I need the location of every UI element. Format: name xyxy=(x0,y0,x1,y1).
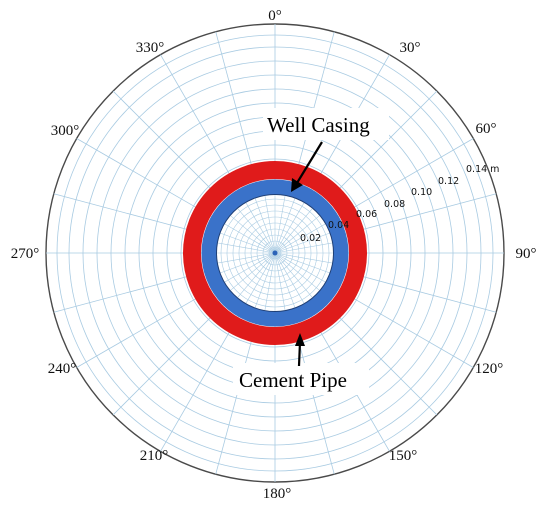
angle-label-90: 90° xyxy=(516,246,537,262)
bore-ring xyxy=(250,228,300,278)
radial-label-012: 0.12 xyxy=(438,176,459,187)
angle-label-330: 330° xyxy=(136,40,165,56)
radial-label-006: 0.06 xyxy=(356,209,377,220)
bore-ring xyxy=(262,240,288,266)
radial-label-002: 0.02 xyxy=(300,233,321,244)
bore-ring xyxy=(238,216,312,290)
grid-ring xyxy=(180,158,370,348)
bore-ring xyxy=(244,222,306,284)
grid-ring xyxy=(166,144,384,362)
angle-label-120: 120° xyxy=(475,361,504,377)
bore-ring xyxy=(226,204,324,302)
well-casing-label: Well Casing xyxy=(267,113,370,137)
cement-pipe-label: Cement Pipe xyxy=(239,368,347,392)
arrow-icon xyxy=(291,141,323,192)
angle-label-210: 210° xyxy=(140,448,169,464)
bore-ring xyxy=(268,246,282,260)
radial-label-008: 0.08 xyxy=(384,199,405,210)
grid-ring xyxy=(82,60,468,446)
radial-label-014: 0.14 m xyxy=(466,164,499,175)
angle-label-270: 270° xyxy=(11,246,40,262)
angle-label-60: 60° xyxy=(476,121,497,137)
well-casing-ring xyxy=(201,179,349,327)
grid-ring xyxy=(110,88,440,418)
cement-pipe-ring xyxy=(183,161,367,345)
well-casing-label-bg xyxy=(263,108,389,140)
angle-label-300: 300° xyxy=(51,123,80,139)
bore-grid xyxy=(217,195,333,311)
angle-label-240: 240° xyxy=(48,361,77,377)
angle-label-0: 0° xyxy=(268,8,282,24)
radial-label-010: 0.10 xyxy=(411,187,432,198)
grid-ring xyxy=(68,46,482,460)
angle-label-30: 30° xyxy=(400,40,421,56)
arrow-icon xyxy=(295,333,305,367)
grid-ring xyxy=(56,34,494,472)
cement-pipe-label-bg xyxy=(233,363,369,395)
bore-ring xyxy=(256,234,294,272)
bore-ring xyxy=(232,210,318,296)
angle-label-150: 150° xyxy=(389,448,418,464)
bore-ring xyxy=(220,198,330,308)
radial-label-004: 0.04 xyxy=(328,220,349,231)
angle-label-180: 180° xyxy=(263,486,292,502)
grid-ring xyxy=(124,102,426,404)
center-dot xyxy=(272,250,278,256)
grid-ring xyxy=(96,74,454,432)
